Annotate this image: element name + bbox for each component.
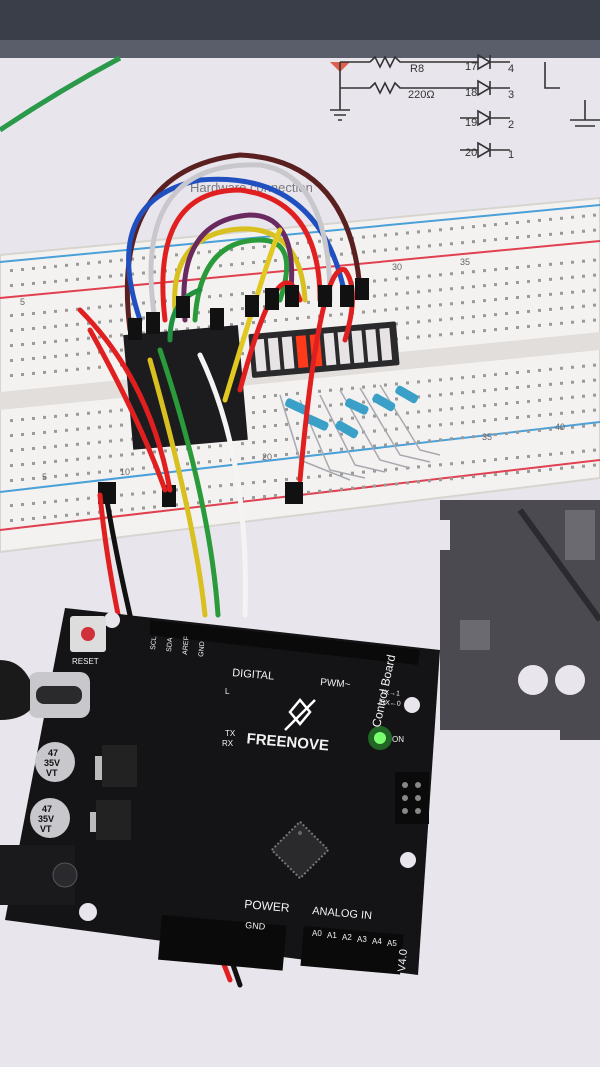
header-pin-label: RX←0	[380, 699, 401, 708]
analog-pin-label: A3	[357, 935, 367, 944]
led-number: 2	[508, 119, 514, 131]
led-segment	[351, 330, 365, 364]
on-label: ON	[392, 735, 404, 744]
cap-text: 35V	[44, 758, 60, 768]
pin-label: 19	[465, 117, 477, 129]
col-label: 35	[460, 257, 470, 267]
col-label: 40	[555, 422, 565, 432]
schematic	[330, 53, 600, 159]
cap-text: VT	[46, 768, 58, 778]
version-label: V4.0	[396, 949, 410, 973]
printed-board-diagram	[405, 500, 600, 740]
col-label: 35	[482, 432, 492, 442]
header-pin-label: SCL	[150, 636, 158, 650]
header-pin-label: GND	[198, 641, 206, 657]
analog-pin-label: A5	[387, 939, 397, 948]
cap-text: VT	[40, 824, 52, 834]
col-label: 30	[392, 262, 402, 272]
led-segment	[365, 329, 379, 362]
resistor-bodies	[284, 385, 419, 439]
board-labels: FREENOVE Control Board V4.0 DIGITAL PWM~…	[72, 636, 410, 972]
gnd-label: GND	[245, 920, 266, 932]
resistor-value: 220Ω	[408, 89, 435, 101]
digital-label: DIGITAL	[232, 667, 275, 683]
l-label: L	[225, 687, 230, 696]
analog-pin-label: A2	[342, 933, 352, 942]
pin-label: 18	[465, 87, 477, 99]
capacitor	[35, 742, 75, 782]
led-number: 4	[508, 63, 514, 75]
led-segment	[323, 332, 337, 366]
pin-label: 20	[465, 147, 477, 159]
analog-label: ANALOG IN	[312, 905, 373, 922]
led-segment	[379, 327, 393, 361]
analog-pin-label: A0	[312, 929, 322, 938]
control-board: 47 35V VT 47 35V VT	[0, 608, 440, 975]
led-segment	[267, 337, 281, 371]
led-segment	[281, 336, 295, 370]
led-segment	[253, 338, 267, 372]
cap-text: 35V	[38, 814, 54, 824]
power-label: POWER	[244, 897, 291, 915]
reset-label: RESET	[72, 657, 99, 666]
resistor-label: R8	[410, 63, 424, 75]
icsp-header	[395, 772, 429, 824]
mcu-chip	[270, 820, 330, 880]
power-led	[374, 732, 386, 744]
pin-label: 17	[465, 61, 477, 73]
cap-text: 47	[42, 804, 52, 814]
stray-green-wire	[0, 55, 122, 133]
analog-header	[300, 925, 404, 975]
freenove-logo	[284, 698, 316, 731]
col-label: 5	[42, 472, 47, 482]
led-segment-lit	[295, 335, 309, 368]
capacitor	[30, 798, 70, 838]
header-pin-label: SDA	[166, 637, 174, 652]
pwm-label: PWM~	[320, 677, 351, 691]
header-pin-label: AREF	[182, 636, 191, 655]
analog-pin-label: A4	[372, 937, 382, 946]
header-pin-label: TX→1	[380, 689, 400, 698]
power-header	[158, 914, 287, 971]
tx-label: TX	[225, 729, 236, 738]
shift-register-chip	[123, 325, 248, 450]
col-label: 5	[20, 297, 25, 307]
led-number: 1	[508, 149, 514, 161]
col-label: 10	[120, 467, 130, 477]
rx-label: RX	[222, 739, 234, 748]
led-number: 3	[508, 89, 514, 101]
cap-text: 47	[48, 748, 58, 758]
analog-pin-label: A1	[327, 931, 337, 940]
digital-header	[150, 620, 420, 665]
col-label: 20	[262, 452, 272, 462]
jumper-wires	[124, 152, 363, 483]
